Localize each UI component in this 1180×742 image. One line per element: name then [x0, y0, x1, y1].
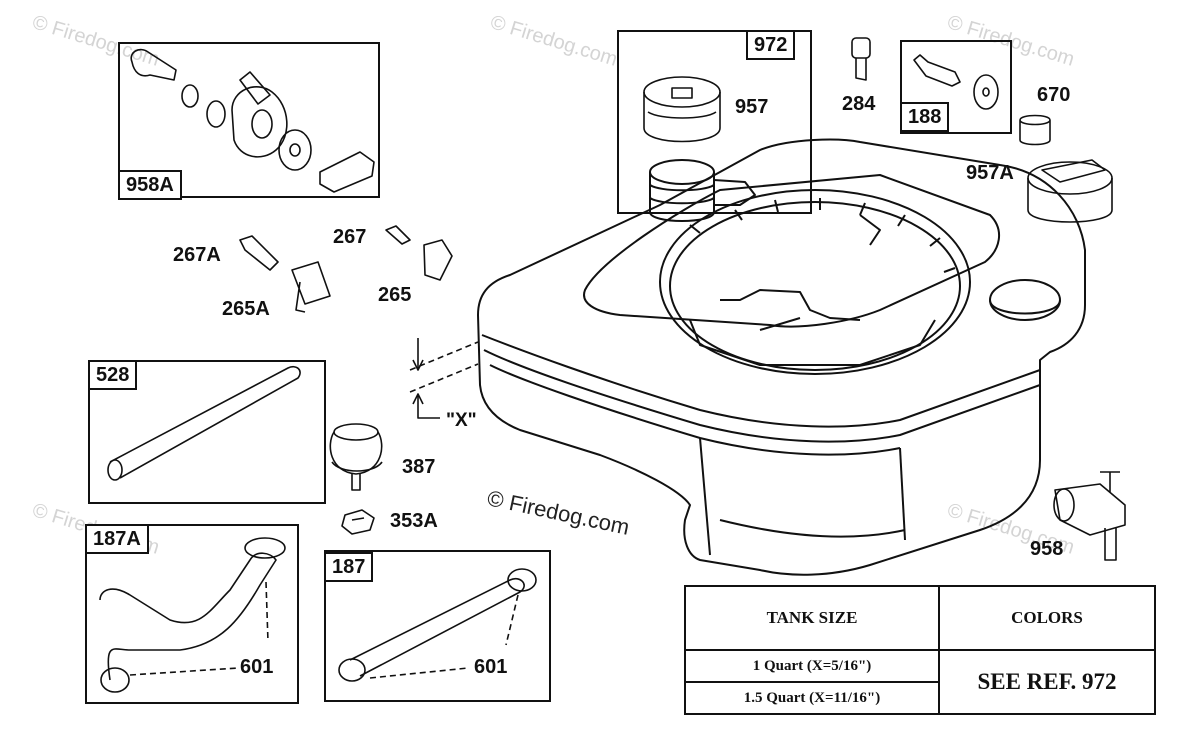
callout-353a: 353A — [390, 510, 438, 532]
x-dimension — [409, 338, 479, 419]
row-1-5-quart: 1.5 Quart (X=11/16") — [743, 689, 881, 706]
valve-958 — [1053, 471, 1126, 561]
callout-187a: 187A — [85, 524, 149, 554]
callout-387: 387 — [402, 456, 436, 478]
kit-box-187 — [324, 550, 551, 702]
hose-187 — [338, 568, 537, 682]
callout-957: 957 — [735, 96, 769, 118]
screw-284 — [851, 37, 871, 81]
callout-188: 188 — [900, 102, 950, 132]
colors-value: SEE REF. 972 — [977, 669, 1117, 694]
bushing-670 — [1019, 114, 1051, 146]
parts-188 — [913, 54, 999, 110]
vent-387 — [329, 423, 383, 491]
fuel-tank — [477, 138, 1086, 576]
callout-957a: 957A — [966, 162, 1014, 184]
kit-box-528 — [88, 360, 326, 504]
callout-958: 958 — [1030, 538, 1064, 560]
callout-972: 972 — [746, 30, 796, 60]
tank-size-table: TANK SIZE COLORS 1 Quart (X=5/16") 1.5 Q… — [684, 585, 1156, 715]
callout-528: 528 — [88, 360, 138, 390]
cap-957 — [643, 76, 721, 143]
callout-265: 265 — [378, 284, 412, 306]
cap-957a — [1027, 159, 1113, 223]
kit-box-958a — [118, 42, 380, 198]
table-divider — [686, 681, 938, 683]
dimension-label: "X" — [446, 410, 477, 431]
table-divider — [686, 649, 938, 651]
callout-187: 187 — [324, 552, 374, 582]
callout-601: 601 — [474, 656, 508, 678]
fasteners — [239, 225, 453, 313]
kit-box-188 — [900, 40, 1012, 134]
table-divider — [938, 649, 1154, 651]
callout-958a: 958A — [118, 170, 182, 200]
parts-958a — [130, 48, 375, 193]
hose-528 — [107, 365, 301, 481]
kit-box-187a — [85, 524, 299, 704]
row-1-quart: 1 Quart (X=5/16") — [752, 657, 872, 674]
nut-353a — [341, 509, 375, 535]
callout-267: 267 — [333, 226, 367, 248]
hose-187a — [99, 537, 286, 693]
header-tank-size: TANK SIZE — [766, 608, 858, 627]
callout-267a: 267A — [173, 244, 221, 266]
callout-265a: 265A — [222, 298, 270, 320]
callout-284: 284 — [842, 93, 876, 115]
header-colors: COLORS — [1011, 608, 1083, 627]
kit-box-972 — [617, 30, 812, 214]
callout-670: 670 — [1037, 84, 1071, 106]
callout-601: 601 — [240, 656, 274, 678]
